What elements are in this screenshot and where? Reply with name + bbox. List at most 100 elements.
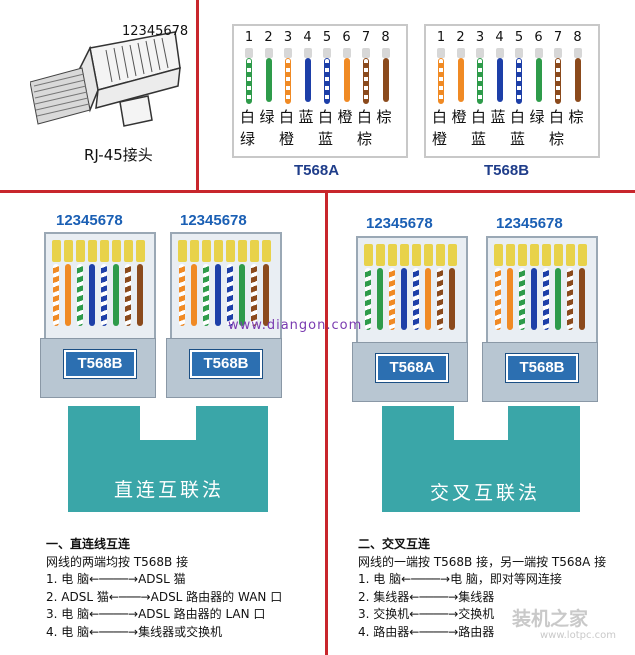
jack-contact bbox=[262, 240, 271, 262]
straight-notes-title: 一、直连线互连 bbox=[46, 537, 131, 551]
jack-wire bbox=[449, 268, 455, 330]
jack-wire bbox=[263, 264, 269, 326]
t568b-title: T568B bbox=[484, 162, 530, 179]
jack-contact bbox=[364, 244, 373, 266]
pin-number: 3 bbox=[283, 30, 293, 45]
straight-cable-body bbox=[68, 440, 268, 512]
wire-color-label: 白 bbox=[279, 108, 296, 126]
jack-wire bbox=[377, 268, 383, 330]
wire-color-label: 橙 bbox=[337, 108, 354, 126]
wire-contact bbox=[245, 48, 253, 58]
wire-strand bbox=[496, 58, 503, 102]
jack-contact bbox=[400, 244, 409, 266]
straight-note-item: 1. 电 脑←────→ADSL 猫 bbox=[46, 572, 186, 586]
rj45-plug-drawing bbox=[29, 31, 181, 127]
wire-color-label: 棕 bbox=[357, 130, 374, 148]
pin-number: 5 bbox=[322, 30, 332, 45]
jack-contact bbox=[494, 244, 503, 266]
jack-wire bbox=[65, 264, 71, 326]
wire-contact bbox=[323, 48, 331, 58]
wire-strand bbox=[285, 58, 291, 104]
wire-color-label: 白 bbox=[432, 108, 449, 126]
wire-color-label: 蓝 bbox=[510, 130, 527, 148]
jack-wire bbox=[251, 264, 257, 326]
jack-wire bbox=[365, 268, 371, 330]
jack-wire bbox=[239, 264, 245, 326]
jack-contact bbox=[214, 240, 223, 262]
jack-contact bbox=[530, 244, 539, 266]
jack-wire bbox=[125, 264, 131, 326]
divider-vertical-top bbox=[196, 0, 199, 192]
pin-number: 1 bbox=[244, 30, 254, 45]
jack-contact bbox=[190, 240, 199, 262]
pin-number: 7 bbox=[361, 30, 371, 45]
jack-contact bbox=[518, 244, 527, 266]
wire-contact bbox=[264, 48, 273, 58]
crossover-cable-left-leg bbox=[382, 406, 454, 440]
jack-contact bbox=[178, 240, 187, 262]
jack-contact bbox=[112, 240, 121, 262]
rj45-illustration: 12345678 RJ-45接头 bbox=[29, 20, 190, 170]
wire-color-label: 白 bbox=[357, 108, 374, 126]
divider-horizontal bbox=[0, 190, 635, 193]
wire-contact bbox=[362, 48, 370, 58]
jack-wire bbox=[401, 268, 407, 330]
wire-color-label: 白 bbox=[318, 108, 335, 126]
jack-wire bbox=[579, 268, 585, 330]
brand-logo-text: 装机之家 bbox=[512, 608, 589, 630]
straight-left-pin-numbers: 12345678 bbox=[56, 212, 123, 229]
pin-number: 4 bbox=[495, 30, 504, 45]
wire-color-label: 棕 bbox=[568, 108, 585, 126]
jack-contact bbox=[506, 244, 515, 266]
wire-contact bbox=[284, 48, 292, 58]
jack-wire bbox=[543, 268, 549, 330]
wire-color-label: 橙 bbox=[279, 130, 296, 148]
wire-strand bbox=[363, 58, 369, 104]
pin-number: 2 bbox=[456, 30, 465, 45]
crossover-cable-right-leg bbox=[508, 406, 580, 440]
jack-contact bbox=[76, 240, 85, 262]
jack-wire bbox=[77, 264, 83, 326]
wire-color-label: 棕 bbox=[376, 108, 393, 126]
straight-note-item: 3. 电 脑←────→ADSL 路由器的 LAN 口 bbox=[46, 607, 266, 621]
wire-color-label: 蓝 bbox=[318, 130, 335, 148]
jack-contact bbox=[238, 240, 247, 262]
wire-contact bbox=[381, 48, 390, 58]
crossover-note-item: 4. 路由器←────→路由器 bbox=[358, 624, 495, 639]
wire-contact bbox=[495, 48, 504, 58]
wire-color-label: 白 bbox=[240, 108, 257, 126]
straight-notes-intro: 网线的两端均按 T568B 接 bbox=[46, 554, 189, 569]
straight-right-pin-numbers: 12345678 bbox=[180, 212, 247, 229]
wire-strand bbox=[438, 58, 444, 104]
pin-number: 6 bbox=[342, 30, 351, 45]
wire-contact bbox=[515, 48, 523, 58]
jack-contact bbox=[578, 244, 587, 266]
straight-cable-left-leg bbox=[68, 406, 140, 440]
jack-contact bbox=[88, 240, 97, 262]
jack-contact bbox=[100, 240, 109, 262]
pin-number: 5 bbox=[514, 30, 524, 45]
crossover-right-pin-numbers: 12345678 bbox=[496, 215, 563, 232]
crossover-method-title: 交叉互联法 bbox=[430, 482, 541, 504]
straight-notes: 一、直连线互连 网线的两端均按 T568B 接 1. 电 脑←────→ADSL… bbox=[46, 536, 321, 641]
wire-color-label: 蓝 bbox=[490, 108, 507, 126]
jack-wire bbox=[89, 264, 95, 326]
wire-strand bbox=[265, 58, 272, 102]
wire-strand bbox=[457, 58, 464, 102]
jack-contact bbox=[250, 240, 259, 262]
divider-vertical-bottom bbox=[325, 192, 328, 655]
jack-contact bbox=[542, 244, 551, 266]
jack-wire bbox=[53, 264, 59, 326]
wire-color-label: 蓝 bbox=[298, 108, 315, 126]
jack-contact bbox=[136, 240, 145, 262]
wire-contact bbox=[303, 48, 312, 58]
jack-contact bbox=[52, 240, 61, 262]
jack-wire bbox=[507, 268, 513, 330]
wire-color-label: 白 bbox=[471, 108, 488, 126]
wire-contact bbox=[456, 48, 465, 58]
wire-contact bbox=[534, 48, 543, 58]
wire-color-label: 橙 bbox=[432, 130, 449, 148]
jack-wire bbox=[215, 264, 221, 326]
jack-contact bbox=[64, 240, 73, 262]
jack-contact bbox=[376, 244, 385, 266]
